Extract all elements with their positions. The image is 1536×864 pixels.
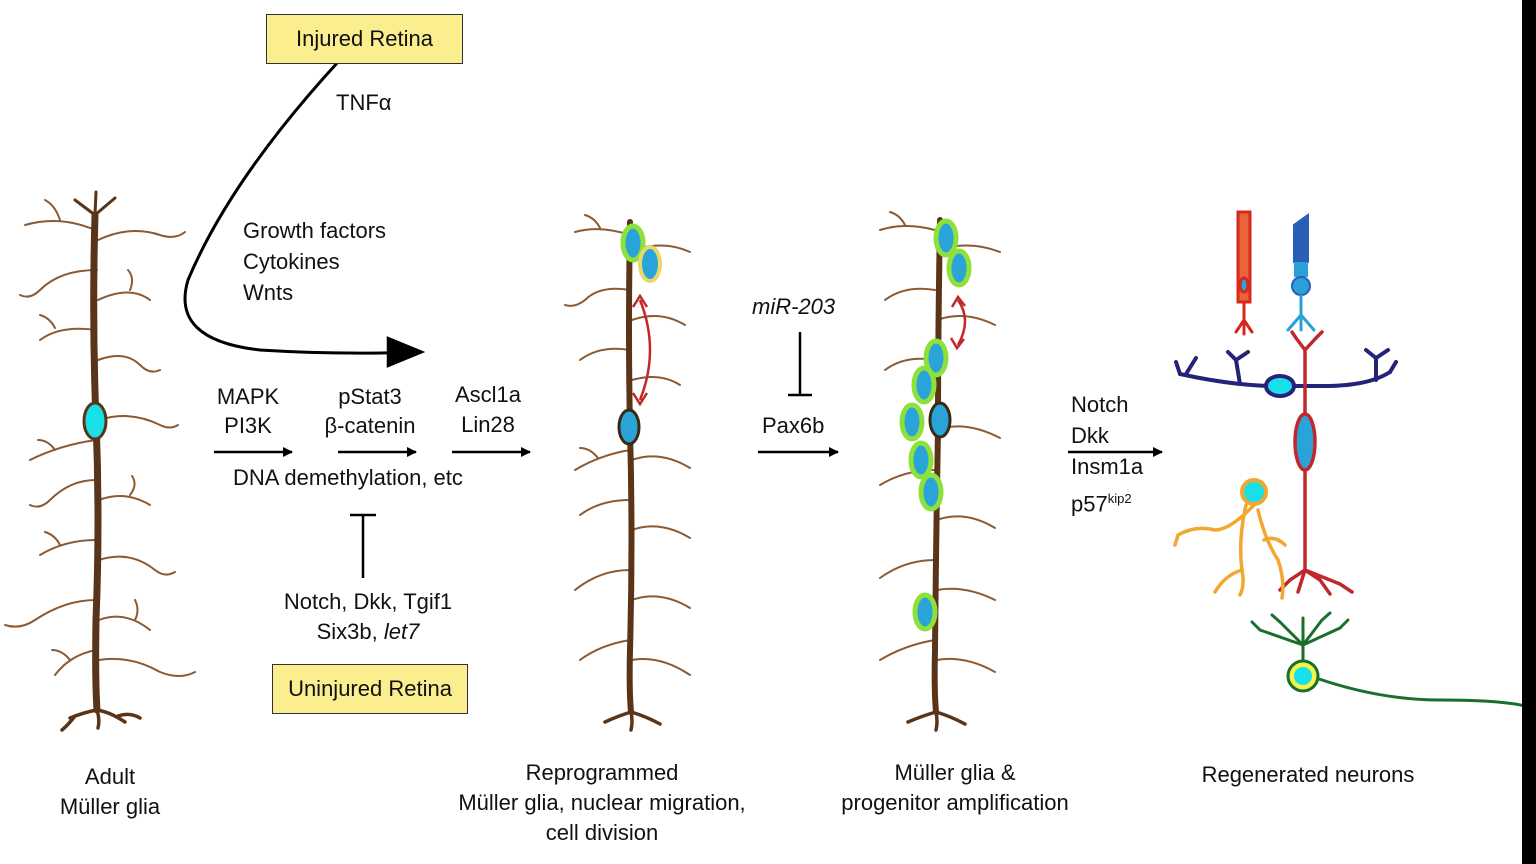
- amplification-glia-process: [931, 217, 943, 715]
- pi3k-label: PI3K: [224, 413, 272, 438]
- injury-signal-arrowhead: [386, 336, 426, 368]
- amacrine-cell: [1173, 478, 1287, 600]
- reprogrammed-caption-line3: cell division: [545, 820, 659, 845]
- reprogrammed-progenitor-nucleus-2: [638, 245, 662, 283]
- nuclear-migration-arrow: [631, 293, 652, 407]
- mir203-label: miR-203: [752, 294, 836, 319]
- adult-glia-process: [90, 211, 102, 714]
- pathway-arrows: [183, 60, 1163, 578]
- progenitor-nucleus: [946, 248, 972, 288]
- amplification-glia-nucleus: [928, 401, 952, 439]
- reprogrammed-glia-basal-endfeet: [603, 710, 662, 732]
- p57-label: p57kip2: [1071, 484, 1132, 519]
- amplification-muller-glia-cell: [879, 211, 1001, 732]
- adult-glia-branches: [4, 199, 196, 677]
- regenerated-neurons: [1173, 210, 1527, 708]
- progenitor-nucleus: [908, 440, 934, 480]
- progenitor-nucleus: [912, 592, 938, 632]
- dna-demethylation-label: DNA demethylation, etc: [233, 465, 463, 490]
- reprogrammed-glia-nucleus: [617, 408, 641, 446]
- notch-label: Notch: [1071, 392, 1129, 417]
- injury-signal-curve: [183, 60, 421, 355]
- cytokines-label: Cytokines: [243, 249, 340, 274]
- beta-catenin-label: β-catenin: [324, 413, 416, 438]
- growth-factors-label: Growth factors: [243, 218, 387, 243]
- progenitor-cluster: [899, 218, 972, 632]
- dkk-label: Dkk: [1071, 423, 1109, 448]
- progenitor-nucleus: [918, 472, 944, 512]
- reprogrammed-progenitor-nucleus-1: [620, 223, 646, 263]
- tnf-alpha-label: TNFα: [336, 90, 392, 115]
- wnts-label: Wnts: [243, 280, 294, 305]
- mapk-label: MAPK: [216, 384, 280, 409]
- horizontal-cell: [1174, 348, 1398, 398]
- ganglion-cell: [1250, 611, 1527, 708]
- adult-glia-basal-endfeet: [60, 708, 142, 732]
- amplification-caption-line1: Müller glia &: [894, 760, 1016, 785]
- regenerated-caption: Regenerated neurons: [1201, 762, 1415, 787]
- amplification-glia-basal-endfeet: [906, 710, 967, 732]
- progenitor-nucleus: [899, 402, 925, 442]
- uninjured-retina-box: Uninjured Retina: [272, 664, 468, 714]
- p57-base: p57: [1071, 491, 1108, 517]
- insm1a-label: Insm1a: [1071, 454, 1144, 479]
- lin28-label: Lin28: [461, 412, 515, 437]
- amplification-glia-branches: [879, 211, 1001, 673]
- pstat3-label: pStat3: [338, 384, 402, 409]
- injured-retina-box: Injured Retina: [266, 14, 463, 64]
- inhibition-bar-mir203: [788, 332, 812, 397]
- reprogrammed-caption-line2: Müller glia, nuclear migration,: [458, 790, 746, 815]
- bipolar-cell: [1278, 330, 1354, 596]
- adult-caption-line1: Adult: [84, 764, 136, 789]
- reprogrammed-muller-glia-cell: [564, 214, 691, 732]
- pax6b-label: Pax6b: [762, 413, 825, 438]
- adult-muller-glia-cell: [4, 190, 196, 732]
- inhibitors-line1: Notch, Dkk, Tgif1: [283, 589, 453, 614]
- progenitor-nucleus: [933, 218, 959, 258]
- inhibition-bar-uninjured: [350, 513, 376, 578]
- adult-glia-apical-endfeet: [73, 190, 117, 217]
- amplification-caption-line2: progenitor amplification: [841, 790, 1069, 815]
- ascl1a-label: Ascl1a: [454, 382, 522, 407]
- right-edge-bar: [1522, 0, 1536, 864]
- inhibitors-line2: Six3b, let7: [258, 617, 478, 647]
- progenitor-nucleus: [923, 338, 949, 378]
- let7-label: let7: [383, 619, 420, 644]
- adult-glia-nucleus: [82, 401, 108, 441]
- cone-photoreceptor: [1286, 213, 1316, 332]
- reprogrammed-caption-line1: Reprogrammed: [525, 760, 679, 785]
- amplification-migration-arrow: [949, 294, 967, 351]
- progenitor-nucleus: [911, 365, 937, 405]
- p57-superscript: kip2: [1107, 491, 1132, 506]
- inhibitors-line2-prefix: Six3b,: [316, 619, 384, 644]
- adult-caption-line2: Müller glia: [59, 794, 161, 819]
- rod-photoreceptor: [1234, 210, 1254, 336]
- reprogrammed-glia-process: [626, 219, 635, 715]
- reprogrammed-glia-branches: [564, 214, 691, 676]
